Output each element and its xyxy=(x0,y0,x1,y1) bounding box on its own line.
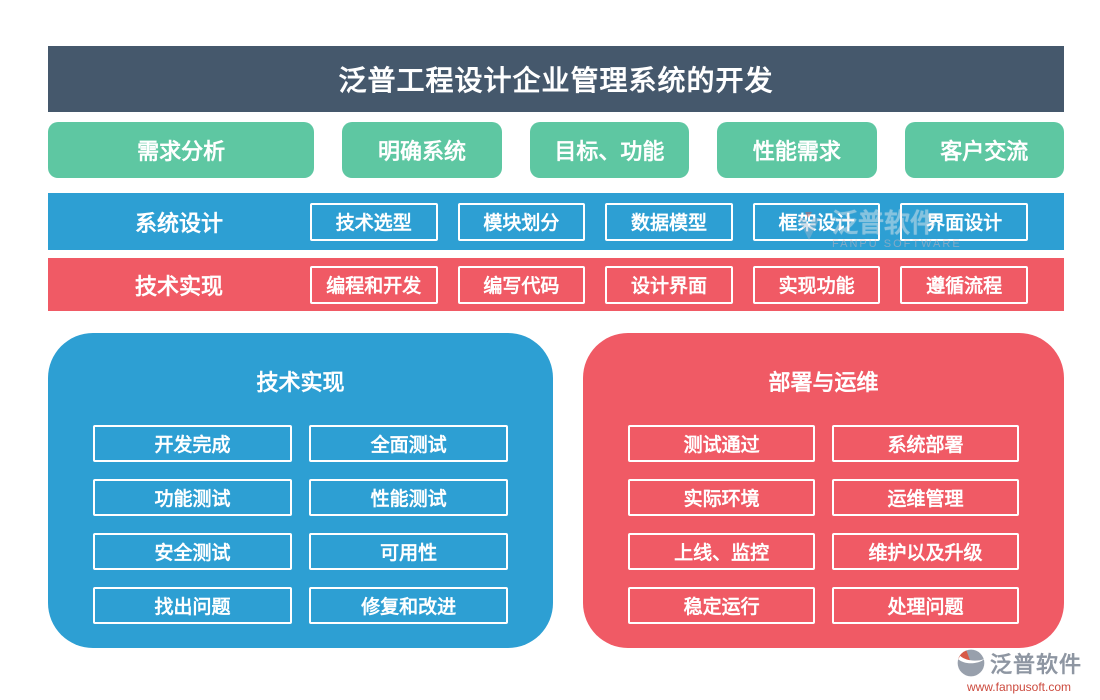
testing-button-find-issues[interactable]: 找出问题 xyxy=(93,587,293,624)
testing-button-full-test[interactable]: 全面测试 xyxy=(309,425,509,462)
deployment-panel-grid: 测试通过 系统部署 实际环境 运维管理 上线、监控 维护以及升级 稳定运行 处理… xyxy=(583,425,1064,624)
testing-button-security-test[interactable]: 安全测试 xyxy=(93,533,293,570)
requirement-button-performance[interactable]: 性能需求 xyxy=(717,122,877,178)
implementation-row: 技术实现 编程和开发 编写代码 设计界面 实现功能 遵循流程 xyxy=(48,258,1064,311)
diagram-content: 泛普工程设计企业管理系统的开发 需求分析 明确系统 目标、功能 性能需求 客户交… xyxy=(48,46,1064,648)
deploy-button-system-deploy[interactable]: 系统部署 xyxy=(832,425,1019,462)
deploy-button-ops-management[interactable]: 运维管理 xyxy=(832,479,1019,516)
footer-brand-row: 泛普软件 xyxy=(944,647,1094,679)
system-design-buttons: 技术选型 模块划分 数据模型 框架设计 界面设计 xyxy=(310,202,1064,241)
requirement-button-goals-functions[interactable]: 目标、功能 xyxy=(529,122,690,178)
impl-button-functions[interactable]: 实现功能 xyxy=(752,265,881,304)
page-title: 泛普工程设计企业管理系统的开发 xyxy=(48,46,1064,112)
deploy-button-launch-monitor[interactable]: 上线、监控 xyxy=(628,533,816,570)
design-button-framework-design[interactable]: 框架设计 xyxy=(752,202,881,241)
testing-panel-title: 技术实现 xyxy=(256,370,345,395)
testing-button-dev-complete[interactable]: 开发完成 xyxy=(93,425,293,462)
impl-button-programming[interactable]: 编程和开发 xyxy=(310,265,438,304)
system-design-row: 系统设计 技术选型 模块划分 数据模型 框架设计 界面设计 xyxy=(48,193,1064,250)
deployment-panel: 部署与运维 测试通过 系统部署 实际环境 运维管理 上线、监控 维护以及升级 稳… xyxy=(583,333,1064,648)
impl-button-coding[interactable]: 编写代码 xyxy=(457,265,586,304)
impl-button-ui[interactable]: 设计界面 xyxy=(605,265,733,304)
deploy-button-stable-running[interactable]: 稳定运行 xyxy=(628,587,816,624)
testing-button-usability[interactable]: 可用性 xyxy=(309,533,509,570)
design-button-ui-design[interactable]: 界面设计 xyxy=(900,202,1028,241)
deploy-button-real-environment[interactable]: 实际环境 xyxy=(628,479,816,516)
fanpu-logo-icon xyxy=(957,649,985,677)
implementation-label: 技术实现 xyxy=(134,273,223,299)
bottom-panels: 技术实现 开发完成 全面测试 功能测试 性能测试 安全测试 可用性 找出问题 修… xyxy=(48,333,1064,648)
design-button-tech-selection[interactable]: 技术选型 xyxy=(310,202,438,241)
deploy-button-maintain-upgrade[interactable]: 维护以及升级 xyxy=(832,533,1019,570)
requirement-button-clarify-system[interactable]: 明确系统 xyxy=(342,122,502,178)
testing-panel-grid: 开发完成 全面测试 功能测试 性能测试 安全测试 可用性 找出问题 修复和改进 xyxy=(48,425,553,624)
deployment-panel-title: 部署与运维 xyxy=(768,370,879,395)
testing-button-function-test[interactable]: 功能测试 xyxy=(93,479,293,516)
deploy-button-test-passed[interactable]: 测试通过 xyxy=(628,425,816,462)
implementation-buttons: 编程和开发 编写代码 设计界面 实现功能 遵循流程 xyxy=(310,265,1064,304)
testing-button-performance-test[interactable]: 性能测试 xyxy=(309,479,509,516)
requirement-button-analysis[interactable]: 需求分析 xyxy=(48,122,315,178)
design-button-module-division[interactable]: 模块划分 xyxy=(457,202,586,241)
footer-brand: 泛普软件 www.fanpusoft.com xyxy=(944,647,1094,694)
footer-brand-name: 泛普软件 xyxy=(989,652,1082,677)
testing-panel: 技术实现 开发完成 全面测试 功能测试 性能测试 安全测试 可用性 找出问题 修… xyxy=(48,333,554,648)
footer-brand-url[interactable]: www.fanpusoft.com xyxy=(966,680,1072,694)
impl-button-process[interactable]: 遵循流程 xyxy=(900,265,1028,304)
design-button-data-model[interactable]: 数据模型 xyxy=(605,202,733,241)
requirements-row: 需求分析 明确系统 目标、功能 性能需求 客户交流 xyxy=(48,122,1064,178)
system-design-label: 系统设计 xyxy=(134,210,223,236)
requirement-button-customer-communication[interactable]: 客户交流 xyxy=(904,122,1064,178)
deploy-button-handle-issues[interactable]: 处理问题 xyxy=(832,587,1019,624)
testing-button-fix-improve[interactable]: 修复和改进 xyxy=(309,587,509,624)
